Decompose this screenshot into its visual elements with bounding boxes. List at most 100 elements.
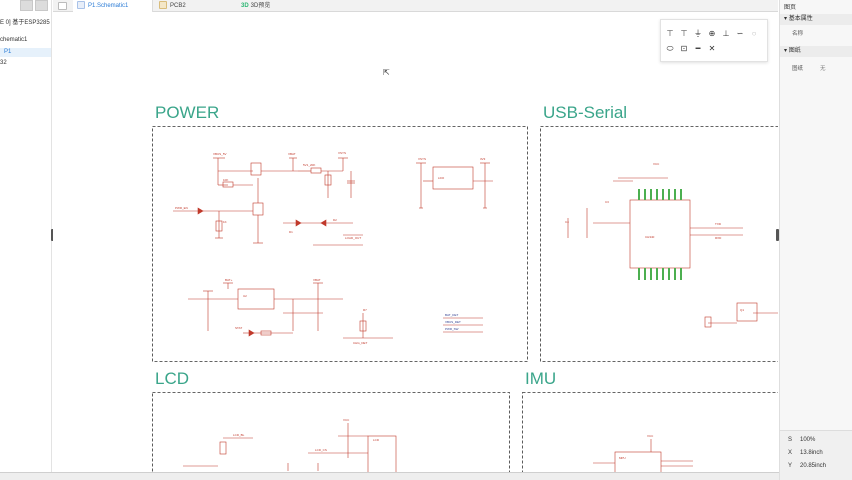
block-title-imu: IMU — [525, 369, 557, 388]
dot-line-icon[interactable]: ━ — [695, 44, 701, 53]
block-title-lcd: LCD — [155, 369, 190, 388]
project-tree-item[interactable]: E 0] 基于ESP3285 — [0, 20, 50, 26]
svg-text:D1: D1 — [289, 230, 293, 234]
close-icon[interactable]: ✕ — [708, 44, 716, 53]
svg-text:U2: U2 — [243, 294, 247, 298]
lcd-labels: LCD_BL VCC LCD_CS LCD — [233, 418, 380, 452]
svg-text:VBAT: VBAT — [288, 152, 296, 156]
svg-text:BAT_DET: BAT_DET — [445, 313, 458, 317]
svg-text:LDO: LDO — [438, 176, 445, 180]
schematic-drawing: VBUS_5V VBAT 5V1_20K VSYS 10K PWR_EN 1K … — [152, 126, 778, 472]
svg-text:VCC: VCC — [647, 434, 654, 438]
svg-text:C3: C3 — [605, 200, 609, 204]
schematic-icon — [77, 1, 85, 10]
section-header-label: 图纸 — [788, 48, 801, 54]
tab-label: P1.Schematic1 — [88, 3, 129, 9]
section-header-label: 基本属性 — [788, 16, 813, 22]
svg-text:1K: 1K — [223, 220, 227, 224]
line-icon[interactable]: ⊥ — [722, 29, 730, 38]
svg-text:VSYS: VSYS — [338, 151, 346, 155]
panel-button[interactable] — [20, 0, 33, 11]
usb-serial-circuit — [567, 177, 778, 328]
tab-schematic[interactable]: P1.Schematic1 — [73, 0, 153, 12]
block-title-usb-serial: USB-Serial — [543, 103, 628, 122]
right-splitter-handle[interactable] — [776, 229, 779, 241]
svg-text:MPU: MPU — [619, 456, 626, 460]
home-tab-icon[interactable] — [58, 2, 67, 10]
project-tree-panel: E 0] 基于ESP3285 chematic1 P1 32 — [0, 0, 52, 472]
svg-text:VCC: VCC — [653, 162, 660, 166]
svg-text:PWR_EN: PWR_EN — [175, 206, 188, 210]
lcd-block-frame — [152, 392, 510, 472]
usb-serial-pins — [638, 189, 682, 280]
project-tree-item[interactable]: chematic1 — [0, 37, 28, 43]
chevron-down-icon: ▾ — [784, 16, 788, 22]
bottom-status-bar — [0, 472, 779, 480]
svg-text:C4: C4 — [565, 220, 569, 224]
T-icon[interactable]: ⊤ — [680, 29, 688, 38]
svg-text:CH340: CH340 — [645, 235, 655, 239]
project-tree-item-selected[interactable]: P1 — [0, 48, 51, 57]
project-tree-item[interactable]: 32 — [0, 60, 7, 66]
svg-text:PWR_SW: PWR_SW — [445, 327, 459, 331]
property-row-drawing[interactable]: 图纸 无 — [780, 64, 852, 75]
lcd-circuit — [183, 423, 397, 472]
property-row-name[interactable]: 名称 — [780, 29, 852, 40]
imu-block-frame — [522, 392, 778, 472]
svg-text:VBUS_5V: VBUS_5V — [213, 152, 227, 156]
svg-text:LCD: LCD — [373, 438, 380, 442]
tab-label: 3D预览 — [250, 3, 271, 9]
mouse-cursor-icon: ⇱ — [383, 68, 390, 77]
svg-text:10K: 10K — [223, 178, 228, 182]
chevron-down-icon: ▾ — [784, 48, 788, 54]
3d-icon: 3D — [241, 3, 249, 9]
schematic-canvas[interactable]: VBUS_5V VBAT 5V1_20K VSYS 10K PWR_EN 1K … — [53, 13, 778, 472]
imu-labels: VCC MPU — [619, 434, 654, 460]
svg-text:LCD_CS: LCD_CS — [315, 448, 327, 452]
property-label: 图纸 — [792, 66, 804, 72]
svg-text:RXD: RXD — [715, 236, 722, 240]
tab-pcb[interactable]: PCB2 — [155, 0, 235, 12]
section-basic-properties[interactable]: ▾ 基本属性 — [780, 14, 852, 25]
block-title-power: POWER — [155, 103, 220, 122]
usb-serial-block-frame — [540, 126, 778, 362]
usb-serial-labels: VCC C3 C4 CH340 TXD RXD Q1 — [565, 162, 744, 312]
oval-icon[interactable]: ⬭ — [666, 44, 674, 53]
tab-label: PCB2 — [170, 3, 186, 9]
svg-text:TXD: TXD — [715, 222, 722, 226]
svg-text:CHG_DET: CHG_DET — [353, 341, 368, 345]
svg-text:VSYS: VSYS — [418, 157, 426, 161]
T-icon[interactable]: ⊤ — [666, 29, 674, 38]
svg-text:D2: D2 — [333, 218, 337, 222]
squiggle-icon[interactable]: ∽ — [736, 29, 744, 38]
power-labels: VBUS_5V VBAT 5V1_20K VSYS 10K PWR_EN 1K … — [175, 151, 486, 345]
box-icon[interactable]: ⊡ — [680, 44, 688, 53]
pcb-icon — [159, 1, 167, 10]
panel-button[interactable] — [35, 0, 48, 11]
svg-text:R7: R7 — [363, 308, 367, 312]
svg-text:VBAT: VBAT — [313, 278, 321, 282]
ground-icon[interactable]: ⏚ — [694, 29, 702, 38]
property-label: 名称 — [792, 31, 804, 37]
svg-text:Q1: Q1 — [740, 308, 744, 312]
svg-text:BAT+: BAT+ — [225, 278, 233, 282]
power-circuit — [173, 157, 493, 339]
left-splitter-handle[interactable] — [51, 229, 54, 241]
drawing-toolbar: ⊤ ⊤ ⏚ ⊕ ⊥ ∽ ○ ⬭ ⊡ ━ ✕ — [660, 19, 768, 62]
imu-circuit — [593, 439, 693, 472]
svg-text:LCD_BL: LCD_BL — [233, 433, 245, 437]
svg-text:LOAD_OUT: LOAD_OUT — [345, 236, 361, 240]
section-drawing[interactable]: ▾ 图纸 — [780, 46, 852, 57]
circle-plus-icon[interactable]: ⊕ — [708, 29, 716, 38]
svg-text:5V1_20K: 5V1_20K — [303, 163, 315, 167]
property-value[interactable]: 无 — [820, 66, 826, 72]
ellipse-icon[interactable]: ○ — [751, 29, 757, 38]
svg-text:STAT: STAT — [235, 326, 242, 330]
